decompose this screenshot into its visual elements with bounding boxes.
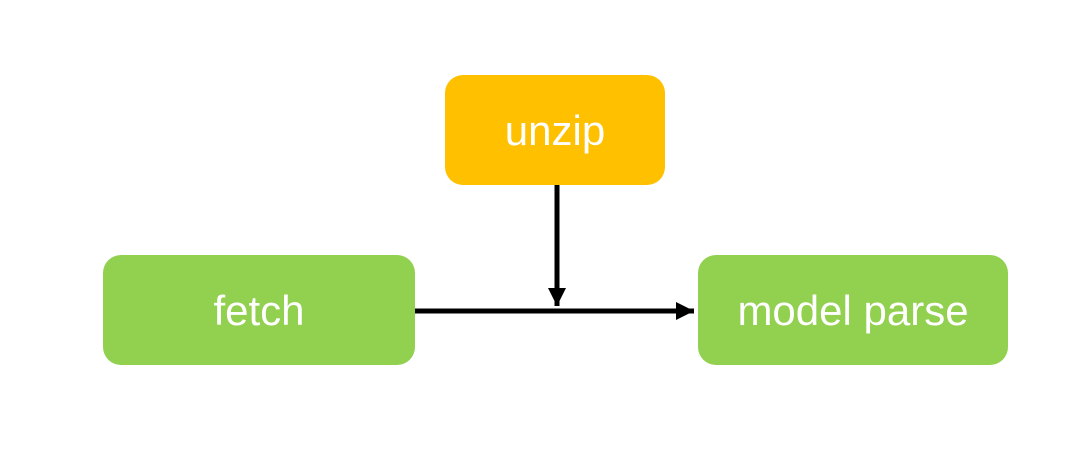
node-unzip-label: unzip — [505, 107, 605, 154]
node-model-parse-label: model parse — [737, 287, 968, 334]
node-unzip — [445, 75, 665, 185]
node-model-parse — [698, 255, 1008, 365]
node-fetch — [103, 255, 415, 365]
node-fetch-label: fetch — [213, 287, 304, 334]
